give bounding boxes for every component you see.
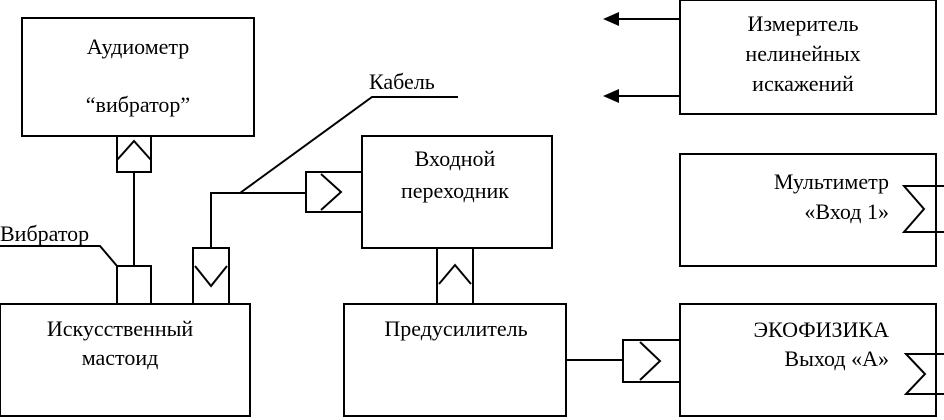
multimeter-label-line1: Мультиметр — [774, 169, 889, 194]
artificial-mastoid-block: Искусственный мастоид — [0, 303, 251, 417]
preamplifier-label: Предусилитель — [384, 316, 527, 341]
input-adapter-block: Входной переходник — [361, 135, 553, 249]
distortion-meter-arrow-top — [603, 12, 680, 26]
vibrator-leader-line — [0, 245, 118, 267]
distortion-meter-label-line2: нелинейных — [745, 41, 860, 66]
distortion-meter-block: Измеритель нелинейных искажений — [679, 0, 937, 115]
vibrator-label: Вибратор — [0, 221, 89, 246]
multimeter-block: Мультиметр «Вход 1» — [679, 153, 937, 267]
ecophysics-label-line2: Выход «А» — [784, 346, 889, 371]
ecophysics-box — [679, 303, 937, 417]
distortion-meter-box — [679, 0, 937, 115]
ecophysics-input-connector — [622, 339, 682, 383]
ecophysics-output-connector — [903, 353, 944, 395]
cable-label: Кабель — [369, 69, 435, 94]
audiometer-connector — [116, 135, 152, 173]
audiometer-block: Аудиометр “вибратор” — [21, 17, 255, 137]
audiometer-label-line2: “вибратор” — [86, 92, 190, 117]
artificial-mastoid-label-line1: Искусственный — [47, 316, 194, 341]
input-adapter-label-line2: переходник — [401, 178, 509, 203]
multimeter-input-connector — [901, 185, 944, 233]
mastoid-output-connector — [192, 247, 230, 305]
artificial-mastoid-box — [0, 303, 251, 417]
preamplifier-block: Предусилитель — [343, 303, 567, 417]
adapter-to-preamp-connector — [436, 247, 474, 305]
audiometer-label-line1: Аудиометр — [87, 34, 190, 59]
ecophysics-block: ЭКОФИЗИКА Выход «А» — [679, 303, 937, 417]
multimeter-box — [679, 153, 937, 267]
cable-wire — [210, 192, 306, 248]
multimeter-label-line2: «Вход 1» — [804, 199, 889, 224]
distortion-meter-label-line3: искажений — [752, 71, 854, 96]
artificial-mastoid-label-line2: мастоид — [82, 345, 159, 370]
vibrator-element — [116, 265, 152, 305]
ecophysics-label-line1: ЭКОФИЗИКА — [753, 317, 889, 342]
preamplifier-box — [343, 303, 567, 417]
distortion-meter-label-line1: Измеритель — [747, 11, 858, 36]
input-adapter-box — [361, 135, 553, 249]
distortion-meter-arrow-bottom — [603, 89, 680, 103]
input-adapter-label-line1: Входной — [415, 146, 496, 171]
audiometer-box — [21, 17, 255, 137]
cable-leader-line — [239, 96, 458, 194]
input-adapter-input-connector — [305, 171, 363, 213]
